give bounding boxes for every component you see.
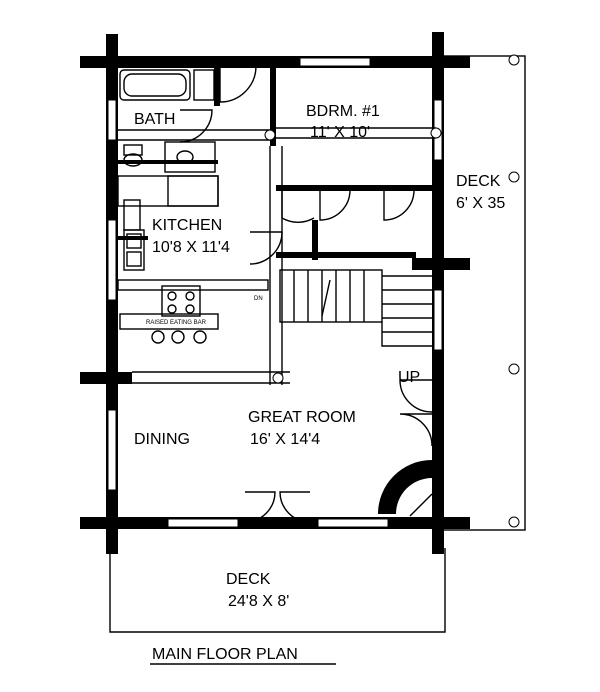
side-deck (439, 54, 526, 531)
interior-walls (118, 66, 442, 385)
side-deck-size: 6' X 35 (456, 195, 505, 212)
bedroom-name: BDRM. #1 (306, 103, 380, 120)
side-deck-name: DECK (456, 173, 501, 190)
bathroom-fixtures (119, 69, 216, 173)
front-deck-name: DECK (226, 571, 271, 588)
great-room-name: GREAT ROOM (248, 409, 356, 426)
plan-caption: MAIN FLOOR PLAN (152, 646, 298, 663)
staircase (279, 269, 432, 347)
great-room-size: 16' X 14'4 (250, 431, 320, 448)
fireplace (378, 460, 433, 517)
bedroom-size: 11' X 10' (310, 124, 370, 141)
stair-up-label: UP (398, 369, 420, 386)
front-deck (109, 548, 446, 633)
front-deck-size: 24'8 X 8' (228, 593, 289, 610)
dining-label: DINING (134, 431, 190, 448)
stair-down-label: DN (254, 296, 263, 302)
bath-label: BATH (134, 111, 175, 128)
kitchen-fixtures (117, 175, 269, 344)
doors (179, 65, 433, 523)
raised-bar-label: RAISED EATING BAR (146, 320, 207, 326)
kitchen-size: 10'8 X 11'4 (152, 239, 230, 256)
windows (107, 57, 443, 528)
kitchen-name: KITCHEN (152, 217, 222, 234)
